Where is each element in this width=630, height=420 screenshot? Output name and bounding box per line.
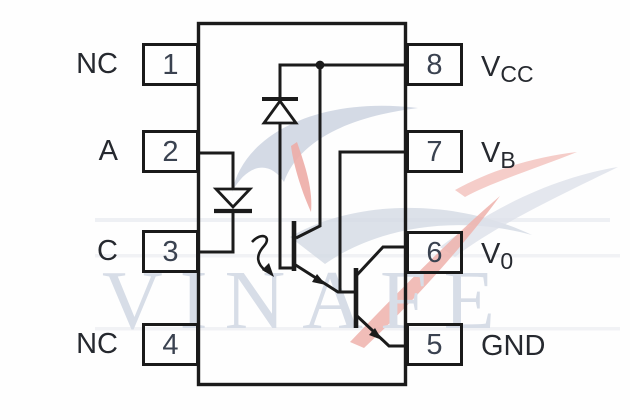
pin-label-vb-main: V (481, 137, 501, 169)
pin-box-3: 3 (142, 230, 199, 273)
pin-number-8: 8 (426, 48, 443, 81)
anode-wire (198, 151, 235, 189)
pin-label-v0-main: V (481, 238, 501, 270)
pin-number-6: 6 (426, 236, 443, 269)
light-arrow (251, 234, 274, 277)
chip-body-outline (196, 21, 408, 387)
pin-label-gnd-main: GND (481, 330, 546, 362)
pin-box-7: 7 (406, 130, 463, 173)
pin-label-vcc-sub: CC (500, 61, 534, 87)
pin-label-gnd: GND (481, 325, 601, 368)
pin-number-1: 1 (162, 48, 179, 81)
pin-label-c: C (97, 235, 118, 267)
vb-wire (338, 150, 406, 292)
pin-box-1: 1 (142, 43, 199, 86)
pin-box-4: 4 (142, 323, 199, 366)
pin-number-2: 2 (162, 135, 179, 168)
pin-label-nc-1: NC (76, 48, 118, 80)
pin-label-vb-sub: B (500, 147, 516, 173)
pin-box-5: 5 (406, 323, 463, 366)
watermark-swoosh-gray (440, 167, 618, 257)
vcc-rail (278, 63, 406, 100)
transistor-q2 (353, 245, 406, 348)
pin-label-v0-sub: 0 (500, 248, 514, 274)
transistor-q1 (291, 65, 355, 294)
pin-label-nc-4: NC (76, 328, 118, 360)
watermark-band (95, 327, 620, 331)
watermark-band (95, 254, 620, 258)
pin-box-6: 6 (406, 231, 463, 274)
pin-number-4: 4 (162, 328, 179, 361)
pin-box-8: 8 (406, 43, 463, 86)
pin-number-7: 7 (426, 135, 443, 168)
pin-box-2: 2 (142, 130, 199, 173)
pin-number-3: 3 (162, 235, 179, 268)
pin-label-a: A (98, 135, 118, 167)
photodiode-symbol (261, 60, 406, 270)
watermark-swoosh-red (291, 142, 312, 212)
pin-label-vcc-main: V (481, 51, 501, 83)
led-symbol (198, 187, 254, 254)
watermark-swoosh-red (455, 152, 577, 197)
pin-number-5: 5 (426, 328, 443, 361)
